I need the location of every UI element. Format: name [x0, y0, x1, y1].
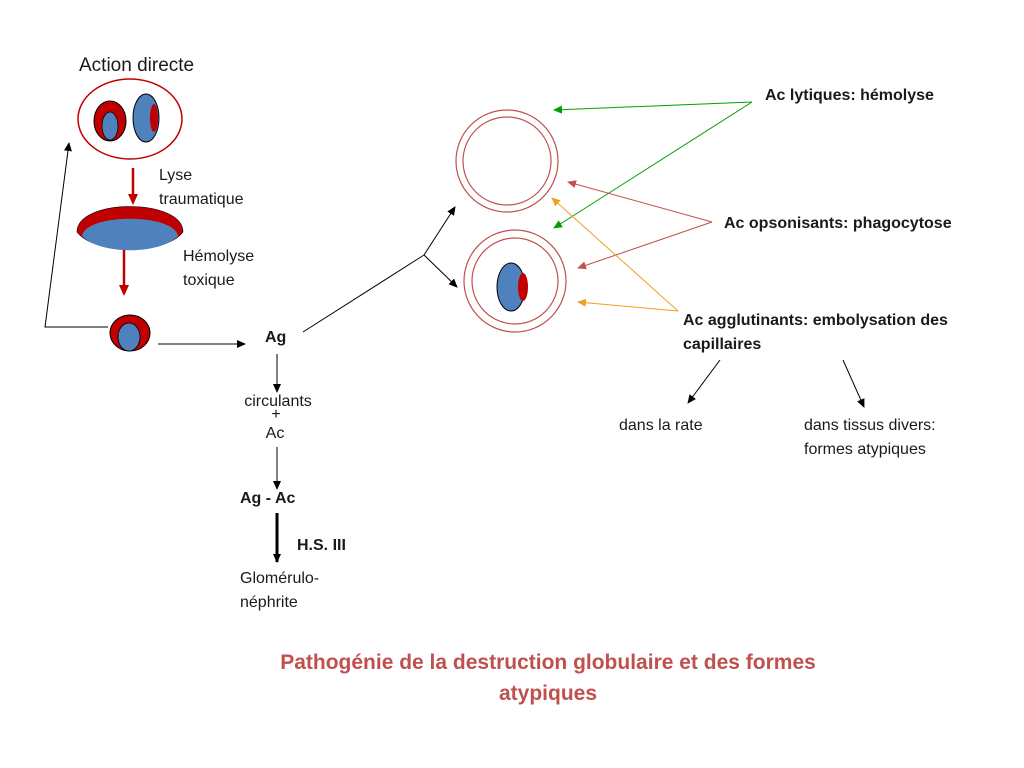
- label-ac-lytiques: Ac lytiques: hémolyse: [765, 87, 934, 104]
- arrow-ag-to-branch: [302, 254, 425, 333]
- label-ac: Ac: [265, 425, 285, 442]
- label-glomerulo: Glomérulo- néphrite: [240, 567, 319, 615]
- label-glomerulo-line2: néphrite: [240, 594, 298, 611]
- label-dans-la-rate: dans la rate: [619, 417, 703, 434]
- label-hs-iii: H.S. III: [297, 537, 346, 554]
- label-hemolyse-line1: Hémolyse: [183, 248, 255, 265]
- arrow-branch-up: [423, 206, 456, 256]
- label-hemolyse: Hémolyse toxique: [183, 245, 254, 293]
- slide-title: Pathogénie de la destruction globulaire …: [280, 651, 816, 705]
- label-action-directe: Action directe: [79, 55, 195, 76]
- orange-arrow-2: [577, 298, 679, 312]
- label-ac-agglutinants: Ac agglutinants: embolysation des capill…: [683, 309, 948, 357]
- label-circulants: circulants: [244, 393, 312, 410]
- direct-action-cells: [77, 78, 183, 160]
- orange-arrow-1: [551, 197, 679, 312]
- green-arrow-2: [553, 101, 753, 229]
- green-arrow-1: [553, 101, 753, 114]
- arrow-to-tissus: [842, 359, 865, 408]
- label-agglutinants-line2: capillaires: [683, 336, 762, 353]
- label-lyse-line2: traumatique: [159, 191, 244, 208]
- target-cell-bottom: [463, 229, 567, 333]
- target-cell-top: [455, 109, 559, 213]
- label-lyse: Lyse traumatique: [159, 164, 244, 212]
- label-agglutinants-line1: Ac agglutinants: embolysation des: [683, 312, 948, 329]
- label-tissus-line2: formes atypiques: [804, 441, 926, 458]
- brown-arrow-1: [567, 180, 713, 223]
- label-ac-opsonisants: Ac opsonisants: phagocytose: [724, 215, 952, 232]
- label-ag-ac: Ag - Ac: [240, 490, 296, 507]
- label-hemolyse-line2: toxique: [183, 272, 235, 289]
- label-tissus-line1: dans tissus divers:: [804, 417, 936, 434]
- arrow-branch-down: [423, 254, 458, 288]
- arrow-to-rate: [687, 359, 721, 404]
- label-glomerulo-line1: Glomérulo-: [240, 570, 320, 587]
- label-dans-tissus: dans tissus divers: formes atypiques: [804, 414, 936, 462]
- loop-arrow: [44, 142, 108, 328]
- bottom-left-cell: [109, 314, 151, 352]
- label-lyse-line1: Lyse: [159, 167, 193, 184]
- brown-arrow-2: [577, 221, 713, 270]
- label-plus: +: [271, 406, 281, 423]
- label-ag: Ag: [265, 329, 287, 346]
